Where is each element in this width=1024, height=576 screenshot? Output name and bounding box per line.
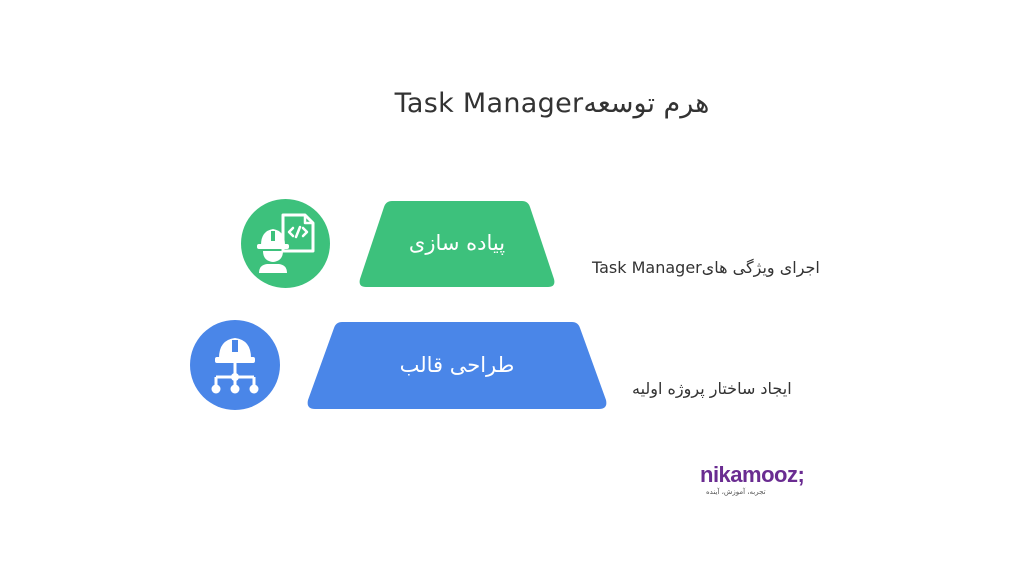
tier-label-template-design: طراحی قالب [399,353,515,377]
tier-description-implementation: اجرای ویژگی هایTask Manager [592,258,820,277]
pyramid-tier-template-design: طراحی قالب [306,320,608,410]
engineer-code-file-icon [241,199,330,288]
brand-logo-tagline: تجربه، آموزش، آینده [706,488,766,496]
tier-description-template-design: ایجاد ساختار پروژه اولیه [632,379,792,398]
diagram-title: هرم توسعهTask Manager [394,88,710,119]
pyramid-tier-implementation: پیاده سازی [358,199,556,288]
brand-logo: nikamooz; تجربه، آموزش، آینده [700,462,820,502]
brand-logo-name: nikamooz; [700,462,805,487]
tier-label-implementation: پیاده سازی [408,231,506,255]
hardhat-network-structure-icon [190,320,280,410]
